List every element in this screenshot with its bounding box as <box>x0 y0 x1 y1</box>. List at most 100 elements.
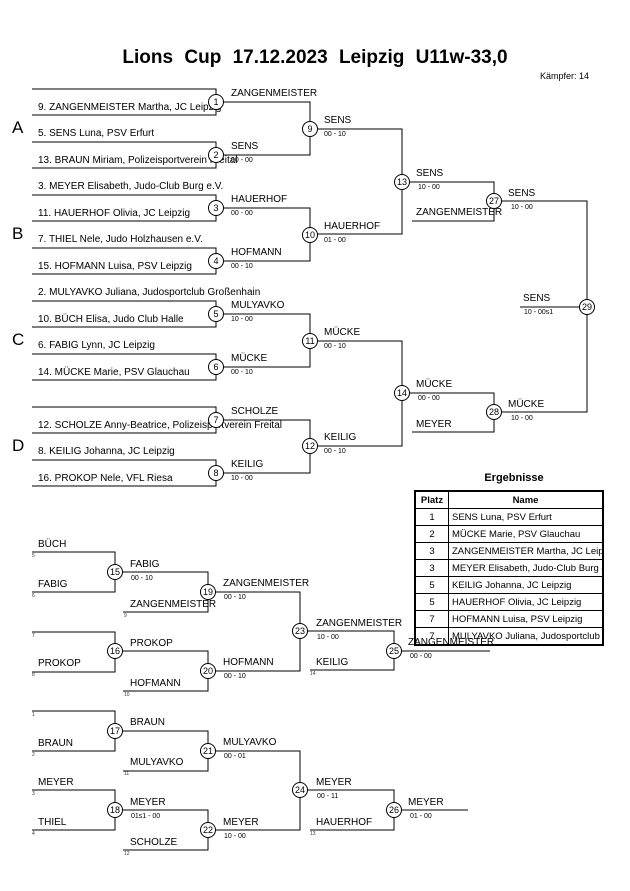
bout-number-circle: 13 <box>394 174 410 190</box>
bout-number-circle: 4 <box>208 253 224 269</box>
bout-winner: MULYAVKO <box>231 300 285 311</box>
place-cell: 7 <box>414 627 449 646</box>
bout-winner: KEILIG <box>324 432 357 443</box>
bout-number-circle: 7 <box>208 412 224 428</box>
bout-winner: MÜCKE <box>508 399 545 410</box>
bout-number-circle: 14 <box>394 385 410 401</box>
place-cell: 7 <box>414 610 449 628</box>
bout-winner: SENS <box>324 115 352 126</box>
pool-label-b: B <box>12 224 24 243</box>
bout-number-circle: 22 <box>200 822 216 838</box>
tournament-winner: SENS <box>523 293 551 304</box>
semi-loser: ZANGENMEISTER <box>416 207 503 218</box>
entry: 9. ZANGENMEISTER Martha, JC Leipzig <box>38 102 222 113</box>
bout-score: 10 - 00 <box>317 634 339 641</box>
bout-winner: ZANGENMEISTER <box>223 578 310 589</box>
page-title: Lions Cup 17.12.2023 Leipzig U11w-33,0 <box>122 47 508 68</box>
bout-number-circle: 15 <box>107 564 123 580</box>
bout-winner: MÜCKE <box>416 379 453 390</box>
repechage-name: PROKOP <box>38 658 81 669</box>
bout-score: 01s1 - 00 <box>131 813 161 820</box>
bout-score: 10 - 00 <box>511 415 533 422</box>
entry-label: 11 <box>124 771 130 777</box>
bout-score: 00 - 10 <box>324 448 346 455</box>
bout-number-circle: 10 <box>302 227 318 243</box>
entry: 14. MÜCKE Marie, PSV Glauchau <box>38 367 190 378</box>
bout-number-circle: 20 <box>200 663 216 679</box>
bout-score: 00 - 10 <box>231 263 253 270</box>
bout-number-circle: 12 <box>302 438 318 454</box>
bout-score: 10 - 00 <box>224 833 246 840</box>
bout-number-circle: 23 <box>292 623 308 639</box>
entry: 15. HOFMANN Luisa, PSV Leipzig <box>38 261 192 272</box>
bout-winner: PROKOP <box>130 638 173 649</box>
bout-score: 00 - 01 <box>224 753 246 760</box>
fighters-count: Kämpfer: 14 <box>540 71 590 81</box>
bout-winner: SENS <box>508 188 536 199</box>
entry: 8. KEILIG Johanna, JC Leipzig <box>38 446 175 457</box>
bout-winner: SENS <box>231 141 259 152</box>
bout-number-circle: 6 <box>208 359 224 375</box>
bout-winner: MEYER <box>223 817 259 828</box>
entry: 12. SCHOLZE Anny-Beatrice, Polizeisportv… <box>38 420 282 431</box>
repechage-name: HOFMANN <box>130 678 181 689</box>
name-cell: HAUERHOF Olivia, JC Leipzig <box>448 593 604 611</box>
bout-score: 00 - 10 <box>224 673 246 680</box>
bout-winner: BRAUN <box>130 717 166 728</box>
bout-score: 00 - 10 <box>324 343 346 350</box>
entry-label: 1 <box>32 712 35 718</box>
repechage-name: MEYER <box>38 777 74 788</box>
repechage-name: KEILIG <box>316 657 349 668</box>
bout-score: 00 - 10 <box>224 594 246 601</box>
entry-label: 9 <box>124 613 127 619</box>
bout-score: 00 - 00 <box>231 157 253 164</box>
bout-score: 10 - 00 <box>511 204 533 211</box>
bout-winner: HAUERHOF <box>231 194 288 205</box>
entry: 5. SENS Luna, PSV Erfurt <box>38 128 155 139</box>
entry-label: 4 <box>32 831 35 837</box>
final-score: 10 - 00s1 <box>524 309 554 316</box>
repechage-name: HAUERHOF <box>316 817 373 828</box>
bout-number-circle: 16 <box>107 643 123 659</box>
name-cell: HOFMANN Luisa, PSV Leipzig <box>448 610 604 628</box>
bout-winner: ZANGENMEISTER <box>316 618 403 629</box>
entry: 13. BRAUN Miriam, Polizeisportverein Fre… <box>38 155 238 166</box>
entry-label: 14 <box>310 671 316 677</box>
bout-score: 10 - 00 <box>231 475 253 482</box>
entry: 2. MULYAVKO Juliana, Judosportclub Große… <box>38 287 261 298</box>
bout-score: 00 - 10 <box>231 369 253 376</box>
entry: 7. THIEL Nele, Judo Holzhausen e.V. <box>38 234 203 245</box>
repechage-name: FABIG <box>38 579 68 590</box>
entry: 6. FABIG Lynn, JC Leipzig <box>38 340 155 351</box>
entry-label: 2 <box>32 752 35 758</box>
bout-winner: MEYER <box>408 797 444 808</box>
bout-number-circle: 1 <box>208 94 224 110</box>
bout-number-circle: 21 <box>200 743 216 759</box>
bout-number-circle: 24 <box>292 782 308 798</box>
bout-number-circle: 2 <box>208 147 224 163</box>
pool-label-c: C <box>12 330 25 349</box>
bout-score: 00 - 00 <box>410 653 432 660</box>
entry: 10. BÜCH Elisa, Judo Club Halle <box>38 314 184 325</box>
name-cell: ZANGENMEISTER Martha, JC Leipzig <box>448 542 604 560</box>
bout-score: 01 - 00 <box>410 813 432 820</box>
bout-number-circle: 3 <box>208 200 224 216</box>
bout-number-circle: 28 <box>486 404 502 420</box>
name-cell: MEYER Elisabeth, Judo-Club Burg e.V. <box>448 559 604 577</box>
bout-number-circle: 19 <box>200 584 216 600</box>
entry-label: 10 <box>124 692 130 698</box>
entry-label: 13 <box>310 831 316 837</box>
bout-number-circle: 17 <box>107 723 123 739</box>
bout-winner: KEILIG <box>231 459 264 470</box>
repechage-name: SCHOLZE <box>130 837 178 848</box>
bout-score: 10 - 00 <box>418 184 440 191</box>
bout-score: 00 - 00 <box>231 210 253 217</box>
entry: 11. HAUERHOF Olivia, JC Leipzig <box>38 208 191 219</box>
bout-number-circle: 27 <box>486 193 502 209</box>
